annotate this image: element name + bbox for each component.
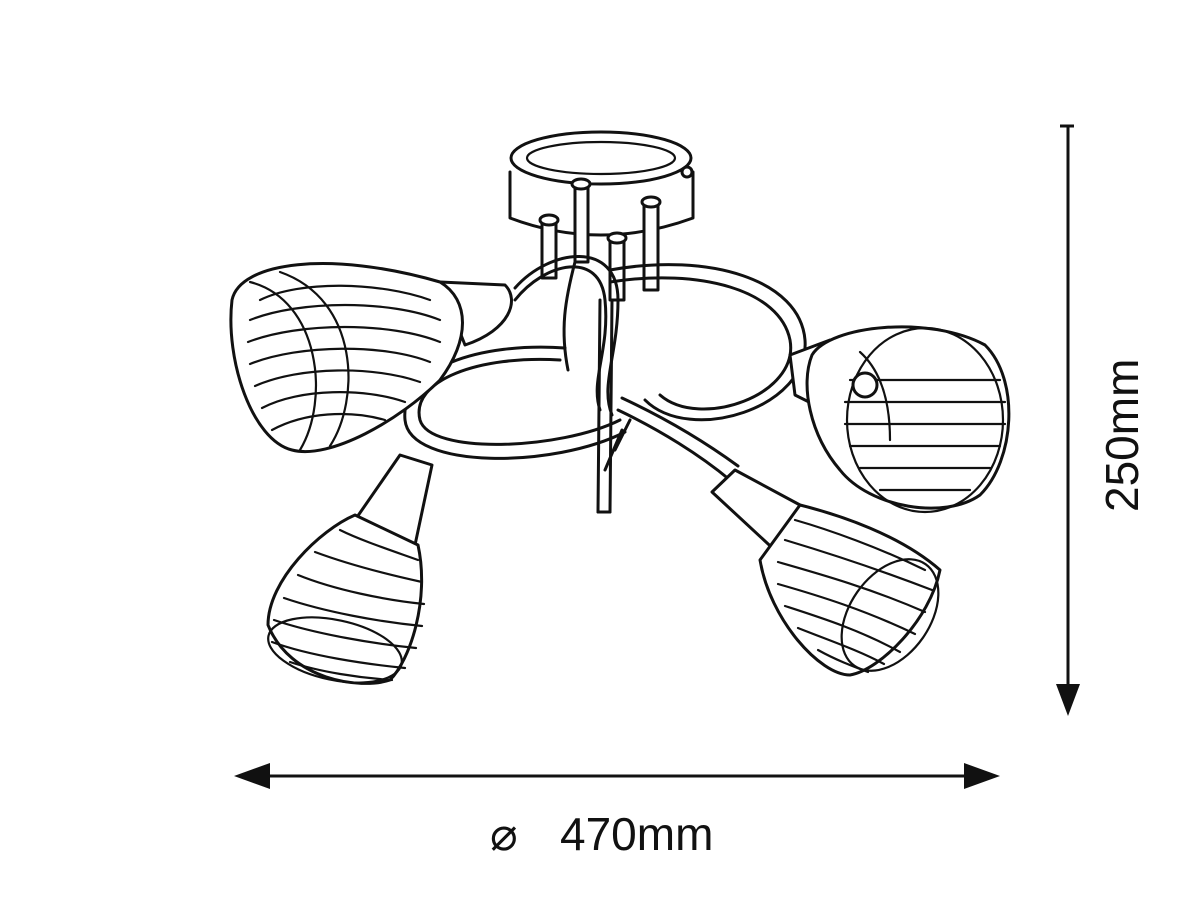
width-arrow-left <box>234 763 270 789</box>
height-dimension: 250mm <box>1056 124 1148 716</box>
width-label: 470mm <box>560 808 713 860</box>
ceiling-canopy <box>508 130 695 237</box>
shade-right <box>788 325 1011 514</box>
width-dimension: ⌀ 470mm <box>234 763 1000 860</box>
height-arrow-head <box>1056 684 1080 716</box>
width-arrow-right <box>964 763 1000 789</box>
lamp-arms <box>403 255 807 514</box>
height-label: 250mm <box>1096 359 1148 512</box>
shade-lower-left <box>266 453 434 685</box>
shade-lower-right <box>710 468 942 677</box>
shade-upper-left <box>229 262 513 453</box>
diameter-symbol: ⌀ <box>490 808 518 860</box>
